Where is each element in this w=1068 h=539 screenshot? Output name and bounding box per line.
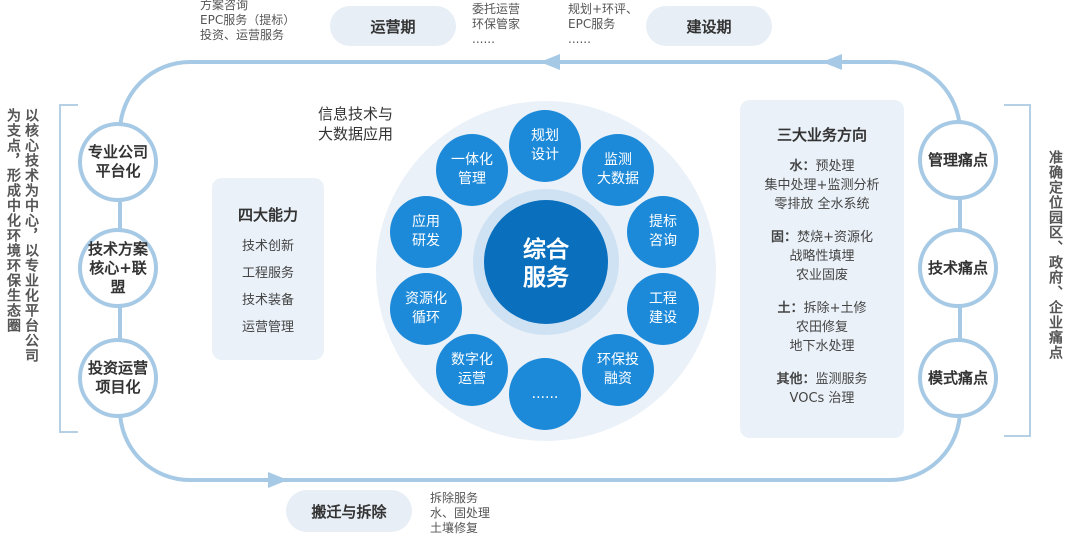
operation-stage-notes-left: 方案咨询 EPC服务（提标） 投资、运营服务: [200, 0, 296, 42]
left-vertical-caption: 以核心技术为中心，以专业化平台公司为支点，形成中化环境环保生态圈: [5, 108, 39, 363]
four-abilities-panel: 四大能力 技术创新 工程服务 技术装备 运营管理: [212, 178, 324, 360]
direction-solid: 固：焚烧+资源化 战略性填埋 农业固废: [771, 230, 873, 283]
ring-application-rnd: 应用研发: [390, 196, 462, 268]
ring-upgrade-consulting: 提标咨询: [627, 196, 699, 268]
ring-resource-recycling: 资源化循环: [390, 273, 462, 345]
arrow-top-mid: [540, 54, 560, 70]
relocation-stage-pill: 搬迁与拆除: [286, 490, 412, 532]
three-directions-panel: 三大业务方向 水：预处理 集中处理+监测分析 零排放 全水系统 固：焚烧+资源化…: [740, 100, 904, 438]
arrow-top-right: [822, 54, 842, 70]
right-node-tech-pain: 技术痛点: [918, 228, 998, 308]
four-abilities-title: 四大能力: [237, 206, 298, 224]
left-node-tech-alliance: 技术方案核心+联盟: [78, 228, 158, 308]
three-directions-title: 三大业务方向: [776, 126, 867, 144]
operation-stage-notes-right: 委托运营 环保管家 ......: [472, 2, 521, 46]
ring-planning-design: 规划设计: [509, 110, 581, 182]
center-integrated-service: 综合 服务: [523, 237, 569, 291]
construction-stage-notes: 规划+环评、 EPC服务 ......: [568, 2, 639, 46]
direction-soil: 土：拆除+土修 农田修复 地下水处理: [777, 301, 867, 354]
right-node-model-pain: 模式痛点: [918, 338, 998, 418]
ring-engineering: 工程建设: [627, 273, 699, 345]
ability-item: 技术装备: [241, 293, 294, 308]
right-node-management-pain: 管理痛点: [918, 120, 998, 200]
right-vertical-caption: 准确定位园区、政府、企业痛点: [1047, 150, 1063, 360]
ring-env-financing: 环保投融资: [582, 334, 654, 406]
left-node-platform: 专业公司平台化: [78, 122, 158, 202]
ring-more: ......: [509, 358, 581, 430]
ability-item: 运营管理: [241, 320, 294, 335]
ring-monitoring-bigdata: 监测大数据: [582, 134, 654, 206]
direction-other: 其他：监测服务 VOCs 治理: [776, 372, 868, 406]
operation-stage-pill: 运营期: [330, 6, 456, 46]
relocation-stage-notes: 拆除服务 水、固处理 土壤修复: [430, 491, 491, 535]
ring-digital-operation: 数字化运营: [436, 334, 508, 406]
ring-integrated-management: 一体化管理: [436, 134, 508, 206]
ability-item: 技术创新: [241, 239, 294, 254]
construction-stage-pill: 建设期: [646, 6, 772, 46]
direction-water: 水：预处理 集中处理+监测分析 零排放 全水系统: [764, 159, 880, 212]
arrow-bottom-left: [268, 472, 288, 488]
ability-item: 工程服务: [241, 266, 294, 281]
info-tech-caption: 信息技术与 大数据应用: [318, 105, 394, 143]
left-node-investment: 投资运营项目化: [78, 338, 158, 418]
